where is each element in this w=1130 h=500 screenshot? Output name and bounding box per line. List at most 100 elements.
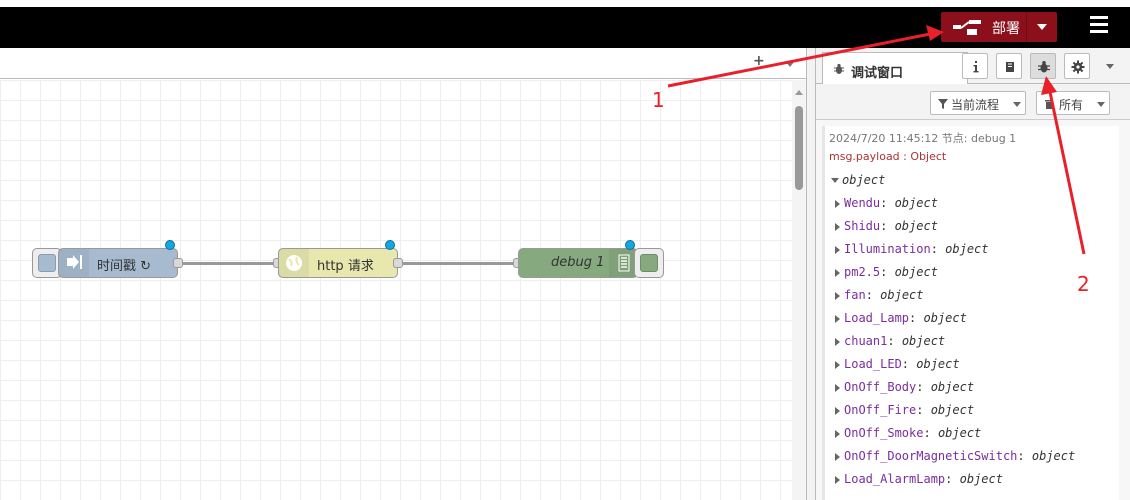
field-value: object [901,334,946,348]
caret-right-icon [835,475,840,484]
field-key: Wendu [844,196,881,210]
field-key: Shidu [844,219,881,233]
inject-node-label: 时间戳 ↻ [97,259,152,274]
debug-node[interactable]: debug 1 [518,248,639,278]
object-field-row[interactable]: fan: object [835,288,924,302]
object-field-row[interactable]: Load_LED: object [835,357,960,371]
object-field-row[interactable]: Illumination: object [835,242,989,256]
object-field-row[interactable]: chuan1: object [835,334,945,348]
http-output-port[interactable] [393,258,403,268]
main-menu-button[interactable] [1090,16,1110,34]
field-value: object [894,196,938,210]
message-meta: 2024/7/20 11:45:12 节点: debug 1 [829,132,1017,145]
object-field-row[interactable]: OnOff_Fire: object [835,403,974,417]
field-value: object [945,242,989,256]
canvas-scrollbar[interactable] [792,80,806,500]
info-icon [973,61,979,73]
header-top-strip [0,0,1130,7]
trash-icon [1045,100,1053,109]
bug-icon [1038,61,1050,73]
filter-level-label: 所有 [1059,98,1084,112]
field-key: Illumination [844,242,931,256]
chevron-down-icon [1097,102,1105,107]
filter-icon [938,99,948,109]
object-field-row[interactable]: Load_AlarmLamp: object [835,472,1003,486]
book-icon [1006,62,1014,72]
field-value: object [959,472,1003,486]
caret-right-icon [835,245,840,254]
chevron-down-icon[interactable] [1037,24,1047,30]
object-field-row[interactable]: OnOff_DoorMagneticSwitch: object [835,449,1075,463]
field-key: fan [844,288,866,302]
object-field-row[interactable]: OnOff_Body: object [835,380,974,394]
filter-level-dropdown[interactable]: 所有 [1036,91,1110,115]
scroll-thumb[interactable] [795,106,803,190]
help-button[interactable] [996,53,1022,79]
object-root[interactable]: object [831,173,885,187]
object-field-row[interactable]: Wendu: object [835,196,938,210]
wire-http-debug[interactable] [400,262,518,265]
deploy-button[interactable]: 部署 [941,12,1057,42]
object-field-row[interactable]: OnOff_Smoke: object [835,426,981,440]
field-value: object [937,426,982,440]
tab-debug-label: 调试窗口 [851,66,904,81]
field-value: object [930,403,975,417]
field-key: pm2.5 [844,265,881,279]
add-flow-button[interactable]: + [753,53,765,69]
debug-filter-bar: 当前流程 所有 [816,84,1130,120]
bug-icon [834,63,844,74]
field-key: OnOff_Body [844,380,917,394]
object-field-row[interactable]: Shidu: object [835,219,938,233]
field-value: object [916,357,960,371]
debug-changed-dot [625,240,635,250]
globe-icon [286,255,302,271]
caret-right-icon [835,222,840,231]
deploy-icon [953,20,981,35]
caret-right-icon [835,291,840,300]
scroll-up-icon[interactable] [795,90,803,95]
field-key: Load_LED [844,357,902,371]
field-key: OnOff_Fire [844,403,917,417]
inject-output-port[interactable] [173,258,183,268]
field-key: chuan1 [844,334,888,348]
message-topic[interactable]: msg.payload : Object [829,150,947,163]
field-value: object [923,311,967,325]
sidebar-splitter[interactable] [806,48,816,500]
caret-right-icon [835,337,840,346]
field-value: object [894,265,938,279]
inject-trigger-button[interactable] [32,248,62,278]
gear-icon [1071,60,1085,74]
wire-inject-http[interactable] [180,262,278,265]
sidebar-more-chevron-icon[interactable] [1106,64,1114,69]
caret-right-icon [835,429,840,438]
annotation-label-1: 1 [652,88,665,112]
caret-right-icon [835,199,840,208]
http-request-node[interactable]: http 请求 [278,248,398,278]
deploy-label: 部署 [992,21,1020,37]
object-field-row[interactable]: Load_Lamp: object [835,311,967,325]
flow-canvas[interactable] [0,80,792,500]
debug-toggle-button[interactable] [634,248,664,278]
annotation-label-2: 2 [1077,272,1090,296]
field-value: object [880,288,924,302]
http-changed-dot [385,240,395,250]
filter-flow-dropdown[interactable]: 当前流程 [930,91,1026,115]
debug-node-label: debug 1 [551,255,605,270]
chevron-down-icon [1013,102,1021,107]
inject-node[interactable]: 时间戳 ↻ [58,248,178,278]
debug-tab-button[interactable] [1030,53,1056,79]
object-field-row[interactable]: pm2.5: object [835,265,938,279]
field-value: object [894,219,938,233]
debug-messages: 2024/7/20 11:45:12 节点: debug 1 msg.paylo… [816,120,1130,500]
inject-changed-dot [165,240,175,250]
debug-message: 2024/7/20 11:45:12 节点: debug 1 msg.paylo… [822,126,1119,500]
info-button[interactable] [962,53,988,79]
list-icon [618,254,630,272]
caret-right-icon [835,314,840,323]
http-node-label: http 请求 [317,259,374,274]
tab-debug[interactable]: 调试窗口 [822,52,968,85]
hamburger-icon [1090,16,1108,19]
settings-button[interactable] [1064,53,1090,79]
flow-list-chevron-icon[interactable] [786,62,794,67]
